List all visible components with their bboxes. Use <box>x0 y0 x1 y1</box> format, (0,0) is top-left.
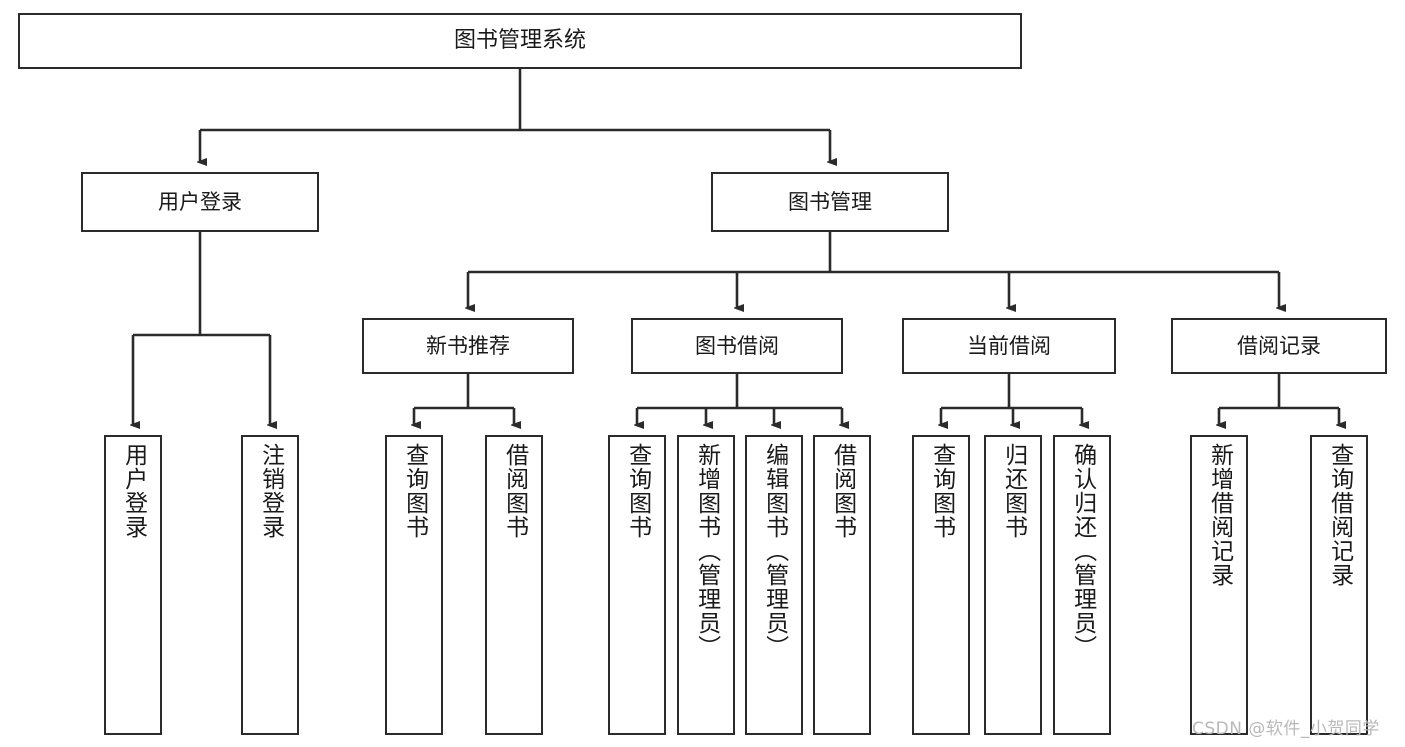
csdn-watermark: CSDN @软件_小贺同学 <box>1192 719 1380 739</box>
node-leaf-query-record[interactable]: 查询借阅记录 <box>1310 435 1368 735</box>
node-root[interactable]: 图书管理系统 <box>18 13 1022 69</box>
node-leaf-user-login-label: 用户登录 <box>120 443 147 539</box>
node-book-manage-label: 图书管理 <box>788 189 872 214</box>
node-book-borrow[interactable]: 图书借阅 <box>631 318 843 374</box>
node-leaf-query-book-2[interactable]: 查询图书 <box>608 435 666 735</box>
node-leaf-edit-book[interactable]: 编辑图书（管理员） <box>745 435 803 735</box>
node-book-manage[interactable]: 图书管理 <box>711 172 949 232</box>
node-leaf-query-book-2-label: 查询图书 <box>624 443 651 539</box>
node-leaf-add-book[interactable]: 新增图书（管理员） <box>677 435 735 735</box>
node-leaf-user-login[interactable]: 用户登录 <box>104 435 162 735</box>
node-leaf-query-book-1-label: 查询图书 <box>401 443 428 539</box>
node-leaf-confirm-return[interactable]: 确认归还（管理员） <box>1053 435 1111 735</box>
node-leaf-query-book-3[interactable]: 查询图书 <box>912 435 970 735</box>
node-new-book-recommend-label: 新书推荐 <box>426 333 510 358</box>
node-leaf-logout-label: 注销登录 <box>257 443 284 539</box>
node-leaf-add-record[interactable]: 新增借阅记录 <box>1190 435 1248 735</box>
node-root-label: 图书管理系统 <box>453 28 586 54</box>
node-leaf-edit-book-label: 编辑图书（管理员） <box>761 443 788 659</box>
node-leaf-logout[interactable]: 注销登录 <box>241 435 299 735</box>
node-leaf-query-book-3-label: 查询图书 <box>928 443 955 539</box>
node-leaf-borrow-book-1-label: 借阅图书 <box>501 443 528 539</box>
node-leaf-borrow-book-1[interactable]: 借阅图书 <box>485 435 543 735</box>
node-leaf-return-book[interactable]: 归还图书 <box>984 435 1042 735</box>
node-leaf-query-record-label: 查询借阅记录 <box>1326 443 1353 587</box>
node-borrow-record-label: 借阅记录 <box>1237 333 1321 358</box>
node-leaf-confirm-return-label: 确认归还（管理员） <box>1069 443 1096 659</box>
node-user-login[interactable]: 用户登录 <box>81 172 319 232</box>
node-user-login-label: 用户登录 <box>158 189 242 214</box>
node-current-borrow[interactable]: 当前借阅 <box>902 318 1116 374</box>
node-leaf-borrow-book-2-label: 借阅图书 <box>829 443 856 539</box>
node-new-book-recommend[interactable]: 新书推荐 <box>362 318 574 374</box>
node-leaf-return-book-label: 归还图书 <box>1000 443 1027 539</box>
node-leaf-add-record-label: 新增借阅记录 <box>1206 443 1233 587</box>
node-book-borrow-label: 图书借阅 <box>695 333 779 358</box>
node-current-borrow-label: 当前借阅 <box>967 333 1051 358</box>
node-leaf-borrow-book-2[interactable]: 借阅图书 <box>813 435 871 735</box>
node-leaf-query-book-1[interactable]: 查询图书 <box>385 435 443 735</box>
node-leaf-add-book-label: 新增图书（管理员） <box>693 443 720 659</box>
node-borrow-record[interactable]: 借阅记录 <box>1171 318 1387 374</box>
